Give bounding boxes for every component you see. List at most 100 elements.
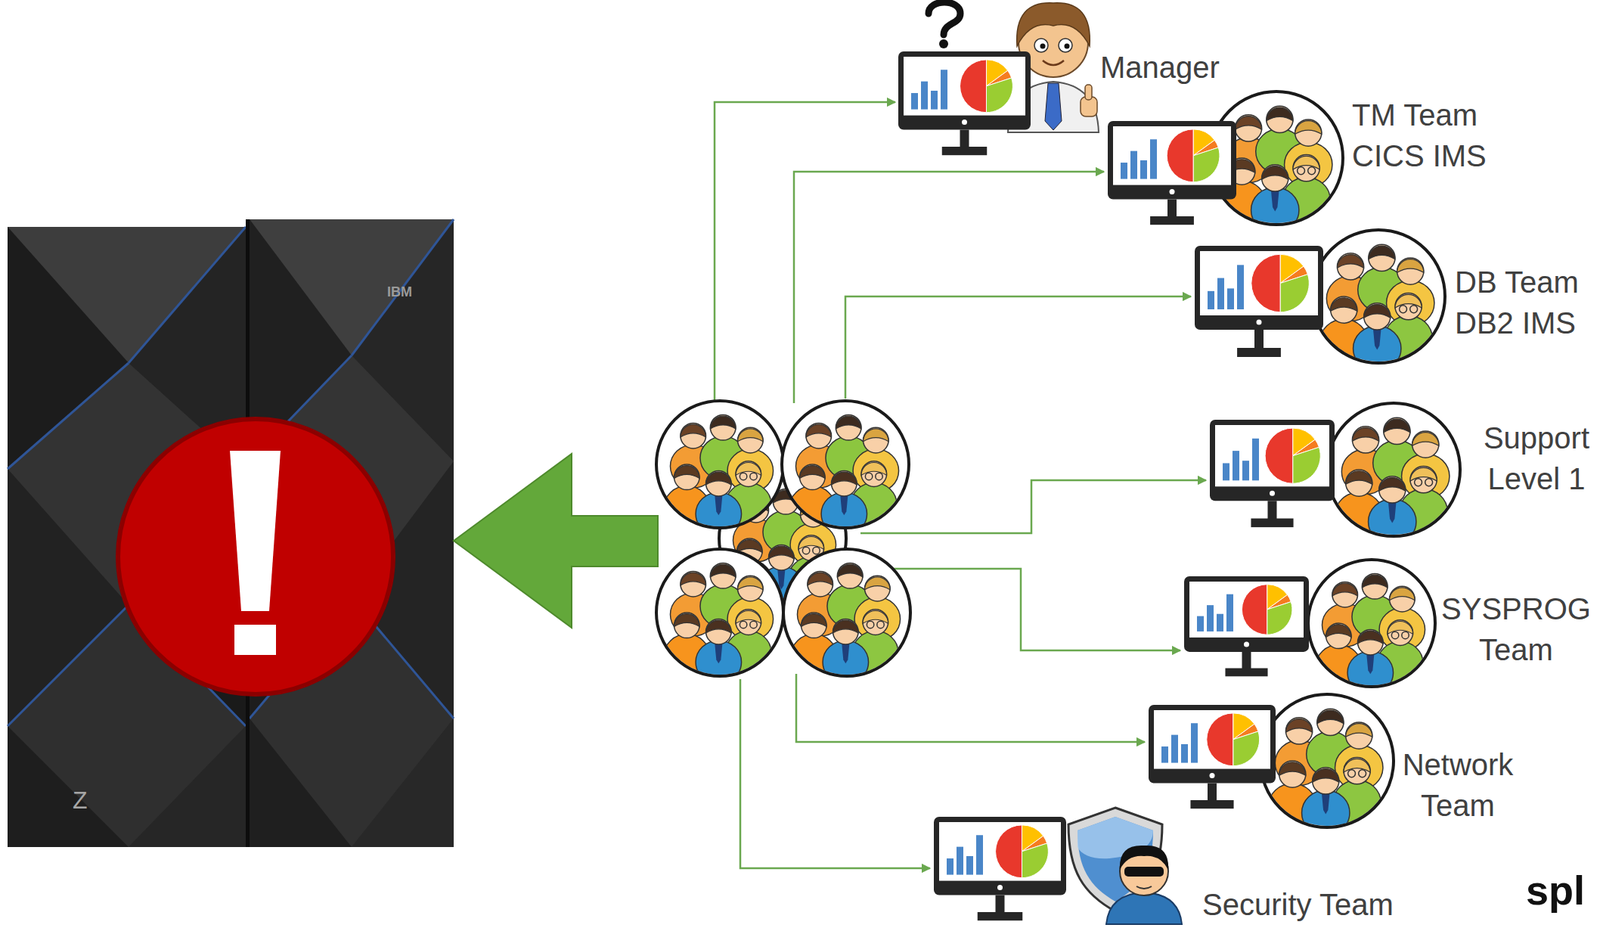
person-figure (727, 575, 773, 641)
team-name: Network Team (1401, 744, 1515, 826)
person-figure (1348, 769, 1356, 778)
person-figure (680, 572, 707, 586)
person-figure (1285, 719, 1312, 733)
manager-figure (1034, 38, 1049, 53)
team-name: TM Team CICS IMS (1351, 94, 1489, 177)
person-figure (737, 539, 763, 553)
person-figure (1317, 708, 1344, 735)
person-figure (727, 427, 773, 493)
monitor-icon (1107, 120, 1237, 200)
monitor-icon (966, 855, 974, 875)
monitor-icon (1184, 576, 1309, 676)
manager-figure (1058, 38, 1073, 53)
pie-slice (1206, 713, 1234, 766)
person-figure (1412, 431, 1439, 458)
person-figure (706, 618, 732, 645)
manager-figure (1044, 83, 1062, 131)
team-node: Security Team (933, 801, 1396, 931)
person-figure (735, 610, 762, 624)
team-people-icon (656, 400, 784, 528)
label-holder: Z (72, 786, 88, 815)
security-agent-figure (1119, 845, 1169, 870)
team-icon (1209, 403, 1461, 545)
person-figure (800, 464, 826, 490)
person-figure (1366, 654, 1374, 674)
security-agent-figure (1124, 866, 1164, 877)
person-figure (854, 597, 900, 641)
team-icon (1194, 226, 1452, 394)
person-figure (1266, 105, 1294, 133)
distribution-line (845, 296, 1191, 399)
person-figure (840, 495, 848, 515)
person-figure (865, 575, 891, 602)
cabinet-accent (7, 362, 129, 469)
monitor-icon (1215, 424, 1330, 487)
monitor-icon (1256, 319, 1263, 326)
mainframe-illustration (7, 219, 454, 847)
person-figure (1401, 631, 1409, 639)
manager-figure (1042, 60, 1064, 66)
person-figure (1399, 305, 1408, 314)
person-figure (1389, 586, 1416, 612)
team-people-icon (656, 548, 784, 676)
team-people-icon (1308, 559, 1436, 687)
person-figure (1284, 119, 1333, 188)
person-figure (735, 609, 762, 636)
team-people-icon (656, 548, 784, 684)
monitor-icon (976, 834, 983, 875)
team-name: DB Team DB2 IMS (1454, 261, 1581, 344)
monitor-icon (1251, 254, 1310, 313)
big-green-arrow (453, 453, 658, 628)
person-figure (1379, 586, 1425, 652)
manager-figure (1085, 84, 1092, 100)
team-people-icon (1327, 403, 1461, 537)
person-figure (739, 472, 747, 480)
team-node: Network Team (1148, 680, 1515, 847)
person-figure (1401, 453, 1450, 500)
person-figure (680, 422, 707, 449)
monitor-icon (1209, 419, 1335, 528)
monitor-icon (1153, 710, 1271, 769)
person-figure (1317, 710, 1344, 724)
pie-slice (1265, 427, 1294, 484)
distribution-line (793, 171, 1104, 404)
person-figure (1388, 502, 1397, 523)
person-figure (866, 620, 874, 628)
person-figure (1358, 630, 1384, 644)
person-figure (1425, 478, 1433, 487)
person-figure (1410, 305, 1418, 314)
person-figure (706, 470, 732, 497)
team-people-icon (1260, 694, 1394, 836)
team-name: Support Level 1 (1482, 417, 1591, 500)
model-mark: Z (72, 786, 88, 815)
monitor-icon (1269, 490, 1275, 497)
person-figure (768, 544, 795, 571)
exclamation-mark (234, 624, 276, 655)
vendor-logo: spl (1525, 866, 1585, 914)
person-figure (854, 575, 900, 641)
person-figure (1358, 769, 1367, 778)
person-figure (750, 620, 757, 628)
cabinet-facet (351, 718, 454, 847)
monitor-icon (1166, 129, 1220, 183)
monitor-icon (1206, 713, 1260, 766)
person-figure (852, 449, 899, 493)
person-figure (1387, 620, 1414, 646)
person-figure (861, 462, 887, 475)
monitor-icon (1107, 120, 1237, 225)
monitor-icon (997, 884, 1003, 890)
person-figure (833, 620, 859, 633)
monitor-icon (1268, 500, 1278, 520)
person-figure (680, 424, 707, 438)
team-people-icon (781, 400, 909, 528)
label-holder: IBM (387, 284, 413, 301)
monitor-icon (1148, 704, 1276, 784)
person-figure (706, 471, 732, 485)
monitor-icon (1194, 245, 1324, 357)
monitor-icon (946, 858, 954, 875)
team-node: TM Team CICS IMS (1107, 90, 1489, 258)
person-figure (1332, 581, 1359, 608)
monitor-icon (977, 911, 1024, 921)
team-name: SYSPROG Team (1440, 588, 1592, 670)
